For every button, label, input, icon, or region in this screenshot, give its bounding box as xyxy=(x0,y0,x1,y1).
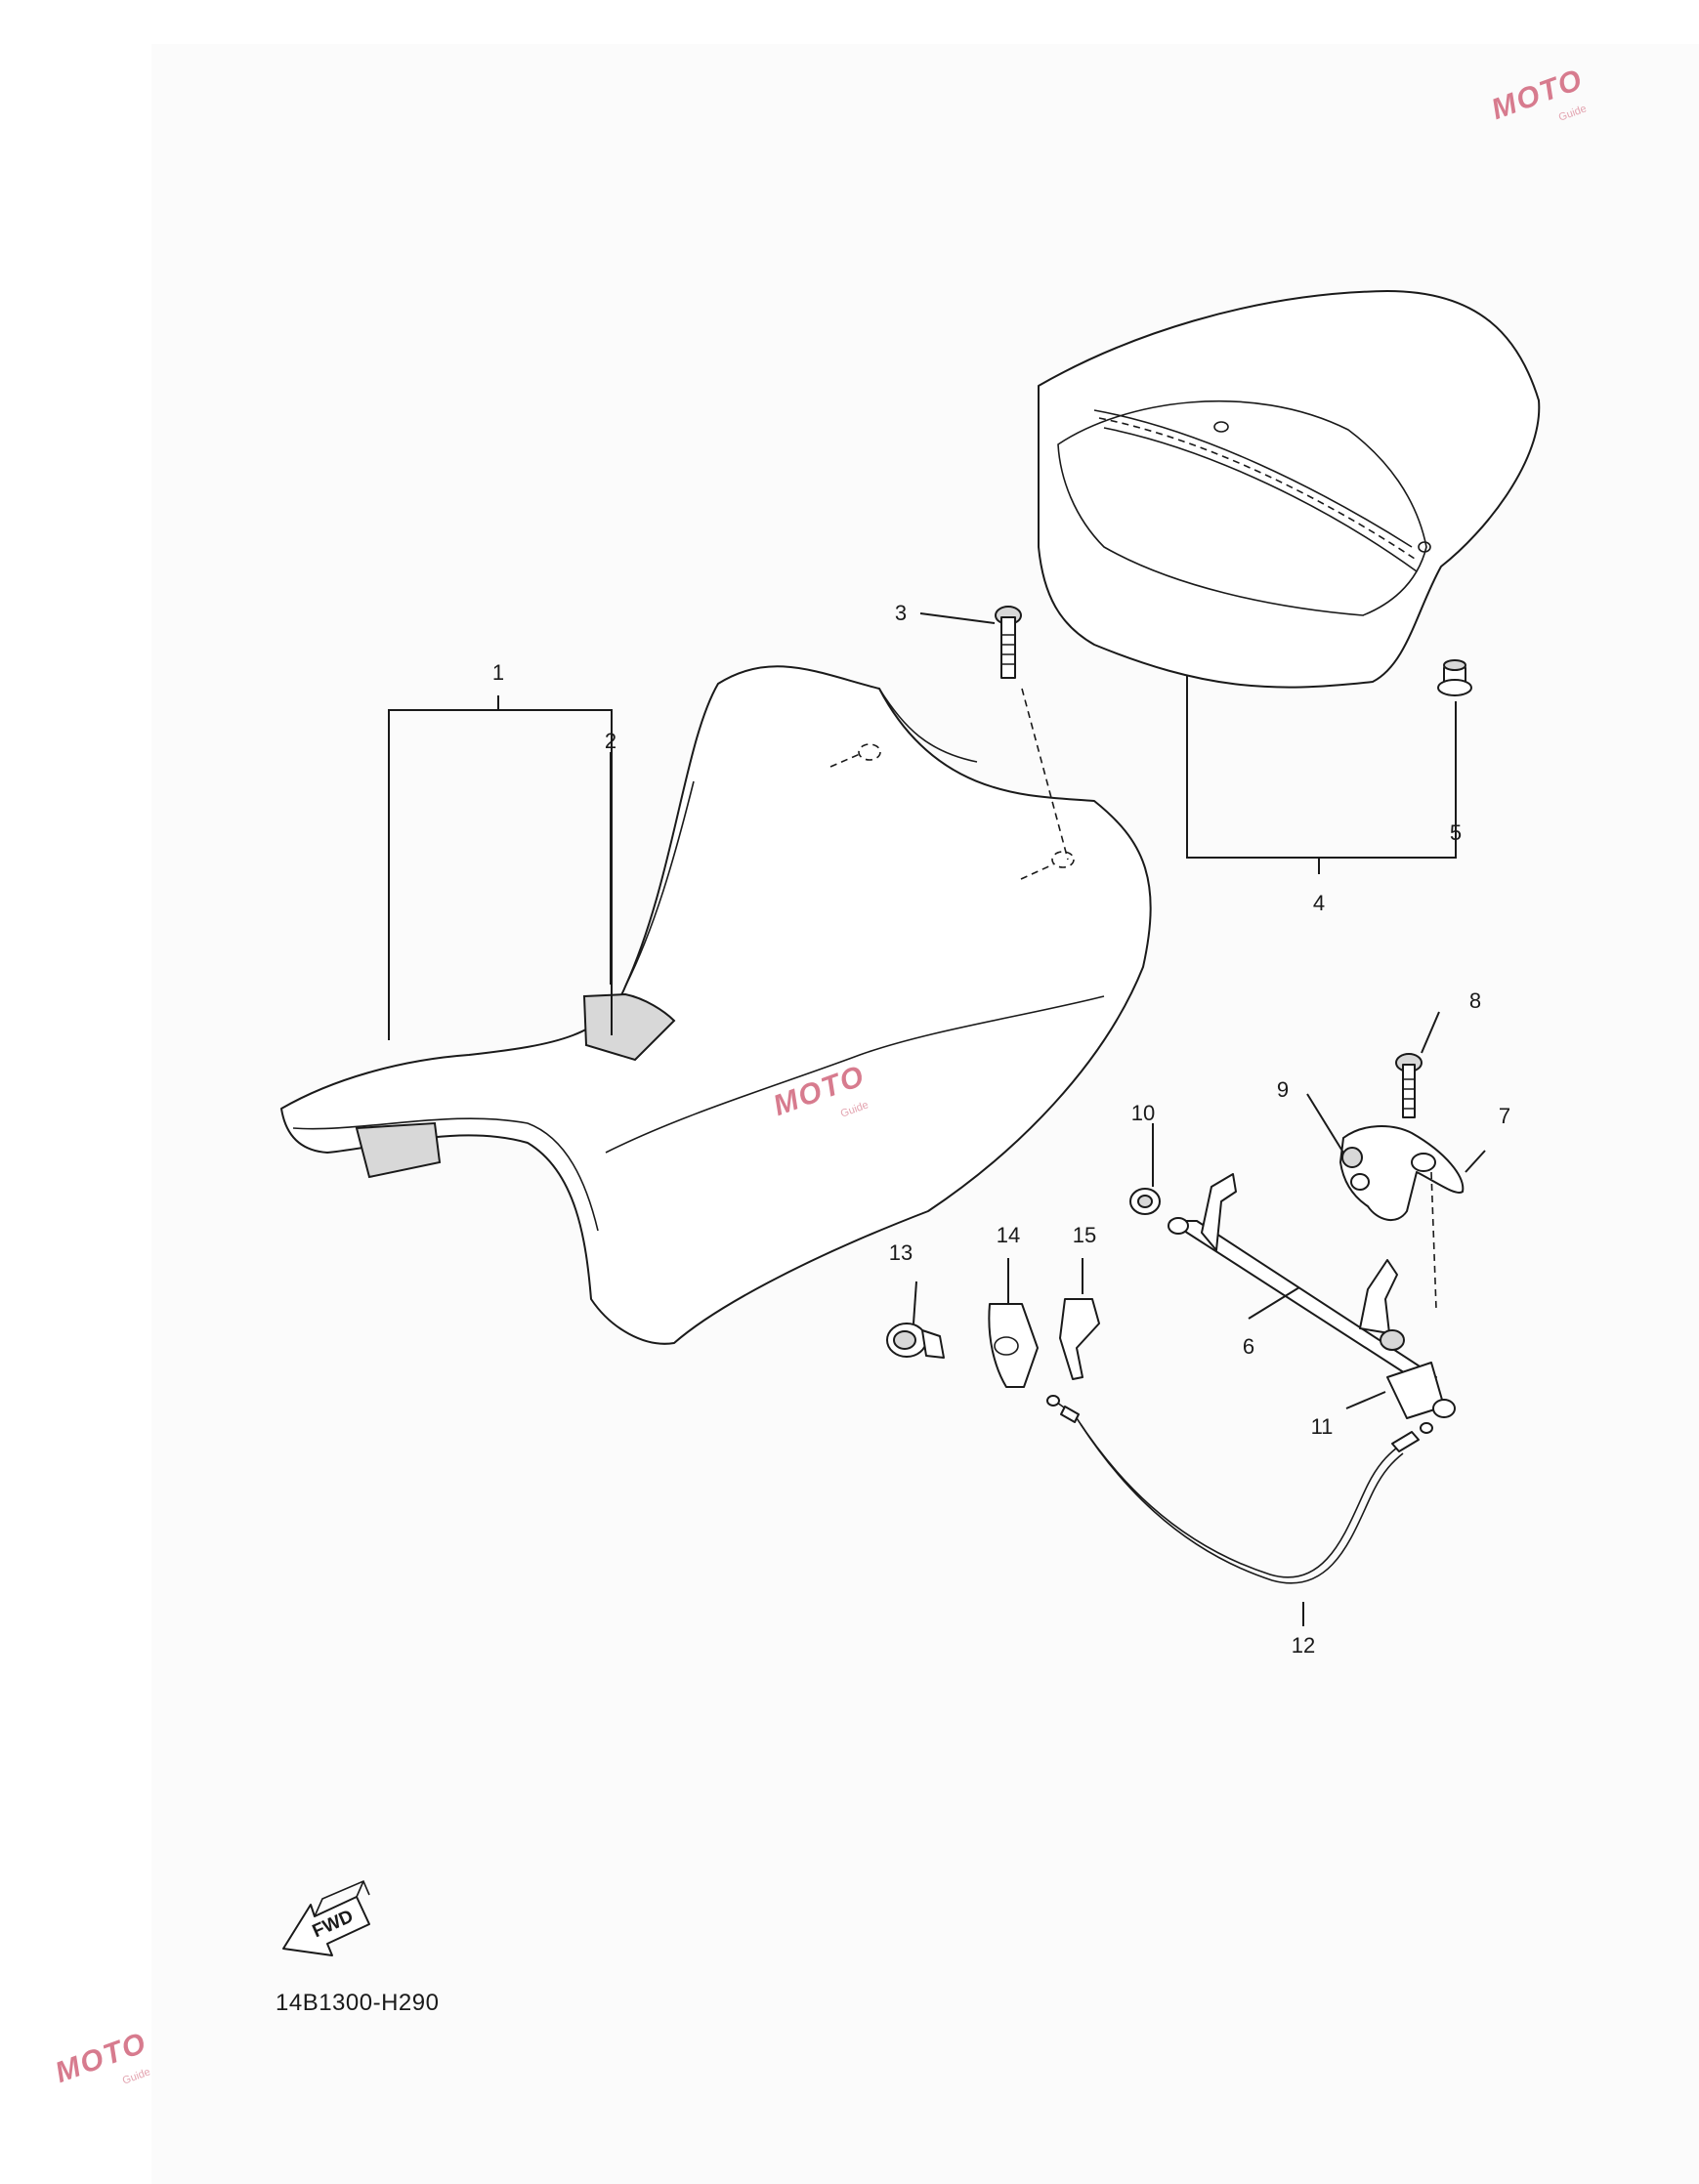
callout-10: 10 xyxy=(1131,1101,1155,1125)
callout-2: 2 xyxy=(605,729,616,753)
callout-6: 6 xyxy=(1243,1334,1254,1359)
lock-shaft-assembly xyxy=(1129,1053,1465,1419)
callout-8: 8 xyxy=(1469,988,1481,1013)
callout-labels: 1 2 3 4 5 6 7 8 9 10 11 12 13 14 15 xyxy=(492,601,1510,1658)
seat-damper xyxy=(1437,659,1472,696)
callout-4: 4 xyxy=(1313,891,1325,915)
callout-15: 15 xyxy=(1073,1223,1096,1247)
callout-1: 1 xyxy=(492,660,504,685)
seat-bolt xyxy=(995,606,1069,861)
diagram-code: 14B1300-H290 xyxy=(276,1990,440,2016)
callout-11: 11 xyxy=(1311,1414,1334,1439)
callout-9: 9 xyxy=(1277,1077,1289,1102)
front-seat xyxy=(280,665,1152,1345)
fwd-arrow-icon: FWD xyxy=(282,1879,370,1956)
seat-lock-parts xyxy=(886,1298,1100,1388)
callout-12: 12 xyxy=(1292,1633,1315,1658)
callout-14: 14 xyxy=(997,1223,1020,1247)
watermark-logo: MOTO Guide xyxy=(769,1060,870,1122)
callout-3: 3 xyxy=(895,601,907,625)
callout-5: 5 xyxy=(1450,820,1462,845)
rear-seat xyxy=(1038,290,1541,689)
seat-lock-cable xyxy=(1046,1395,1433,1584)
watermark-logo: MOTO Guide xyxy=(1487,63,1588,126)
watermark-logo: MOTO Guide xyxy=(51,2027,151,2089)
callout-7: 7 xyxy=(1499,1104,1510,1128)
callout-13: 13 xyxy=(889,1240,913,1265)
leader-lines xyxy=(388,612,1486,1626)
